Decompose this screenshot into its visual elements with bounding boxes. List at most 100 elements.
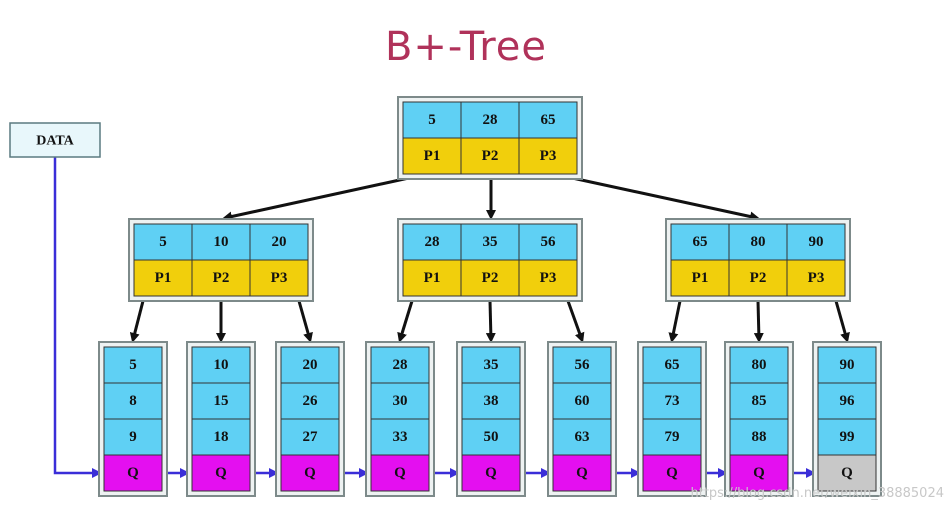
leaf-key-text: 30 — [393, 393, 408, 409]
leaf-link-cell — [103, 454, 163, 492]
leaf-link-text: Q — [485, 465, 497, 481]
leaf-key-cell — [729, 418, 789, 456]
leaf-key-cell — [370, 382, 430, 420]
leaf-key-cell — [817, 418, 877, 456]
key-text: 80 — [751, 234, 766, 250]
tree-edge — [834, 300, 850, 343]
leaf-key-text: 79 — [665, 429, 680, 445]
leaf-key-text: 27 — [303, 429, 319, 445]
leaf-key-cell — [729, 382, 789, 420]
leaf-key-text: 56 — [575, 357, 591, 373]
leaf-key-cell — [280, 346, 340, 384]
leaf-link-cell — [729, 454, 789, 492]
tree-edge — [129, 300, 145, 343]
leaf-key-cell — [103, 346, 163, 384]
leaf-key-cell — [817, 382, 877, 420]
leaf-link-cell — [552, 454, 612, 492]
tree-edge — [668, 300, 682, 343]
key-cell — [786, 223, 846, 261]
key-cell — [728, 223, 788, 261]
pointer-text: P1 — [692, 270, 709, 286]
leaf-key-text: 50 — [484, 429, 499, 445]
tree-edge — [397, 300, 414, 343]
leaf-key-cell — [370, 346, 430, 384]
key-text: 35 — [483, 234, 498, 250]
watermark: https://blog.csdn.net/weixin_38885024 — [690, 486, 944, 501]
pointer-cell — [460, 137, 520, 175]
leaf-key-cell — [370, 418, 430, 456]
leaf-key-text: 28 — [393, 357, 408, 373]
key-cell — [133, 223, 193, 261]
key-cell — [460, 223, 520, 261]
page-title: B+-Tree — [384, 24, 548, 70]
data-box — [9, 122, 101, 158]
pointer-cell — [786, 259, 846, 297]
leaf-link-cell — [461, 454, 521, 492]
leaf-link-text: Q — [127, 465, 139, 481]
leaf-key-cell — [280, 382, 340, 420]
leaf-link-cell — [191, 454, 251, 492]
leaf-key-cell — [191, 418, 251, 456]
leaf-key-cell — [817, 346, 877, 384]
leaf-link-cell — [370, 454, 430, 492]
pointer-cell — [402, 259, 462, 297]
key-cell — [460, 101, 520, 139]
leaf-link-text: Q — [753, 465, 765, 481]
leaf-key-text: 15 — [214, 393, 229, 409]
tree-edge — [222, 174, 419, 222]
pointer-cell — [460, 259, 520, 297]
leaf-link-text: Q — [576, 465, 588, 481]
data-entry-arrow — [53, 157, 102, 478]
key-text: 10 — [214, 234, 229, 250]
pointer-text: P2 — [482, 270, 499, 286]
leaf-key-text: 73 — [665, 393, 680, 409]
leaf-key-text: 99 — [840, 429, 855, 445]
pointer-cell — [518, 137, 578, 175]
leaf-key-cell — [191, 382, 251, 420]
key-cell — [402, 223, 462, 261]
pointer-cell — [518, 259, 578, 297]
leaf-key-text: 33 — [393, 429, 408, 445]
key-text: 20 — [272, 234, 287, 250]
leaf-key-text: 38 — [484, 393, 499, 409]
key-text: 56 — [541, 234, 557, 250]
data-label: DATA — [36, 134, 74, 149]
key-text: 65 — [541, 112, 556, 128]
leaf-key-cell — [729, 346, 789, 384]
leaf-key-text: 8 — [129, 393, 137, 409]
pointer-text: P3 — [540, 148, 557, 164]
key-text: 90 — [809, 234, 824, 250]
pointer-text: P2 — [482, 148, 499, 164]
key-text: 5 — [159, 234, 167, 250]
pointer-cell — [402, 137, 462, 175]
key-cell — [249, 223, 309, 261]
pointer-text: P1 — [155, 270, 172, 286]
leaf-key-text: 65 — [665, 357, 680, 373]
leaf-key-text: 60 — [575, 393, 590, 409]
key-text: 28 — [483, 112, 498, 128]
tree-edge — [753, 300, 764, 343]
leaf-key-text: 18 — [214, 429, 229, 445]
pointer-text: P2 — [213, 270, 230, 286]
tree-edge — [562, 174, 760, 222]
tree-edge — [485, 300, 496, 343]
leaf-key-text: 20 — [303, 357, 318, 373]
leaf-key-text: 90 — [840, 357, 855, 373]
leaf-key-cell — [552, 382, 612, 420]
key-text: 65 — [693, 234, 708, 250]
leaf-key-cell — [461, 346, 521, 384]
leaf-link-text: Q — [215, 465, 227, 481]
leaf-key-text: 85 — [752, 393, 767, 409]
